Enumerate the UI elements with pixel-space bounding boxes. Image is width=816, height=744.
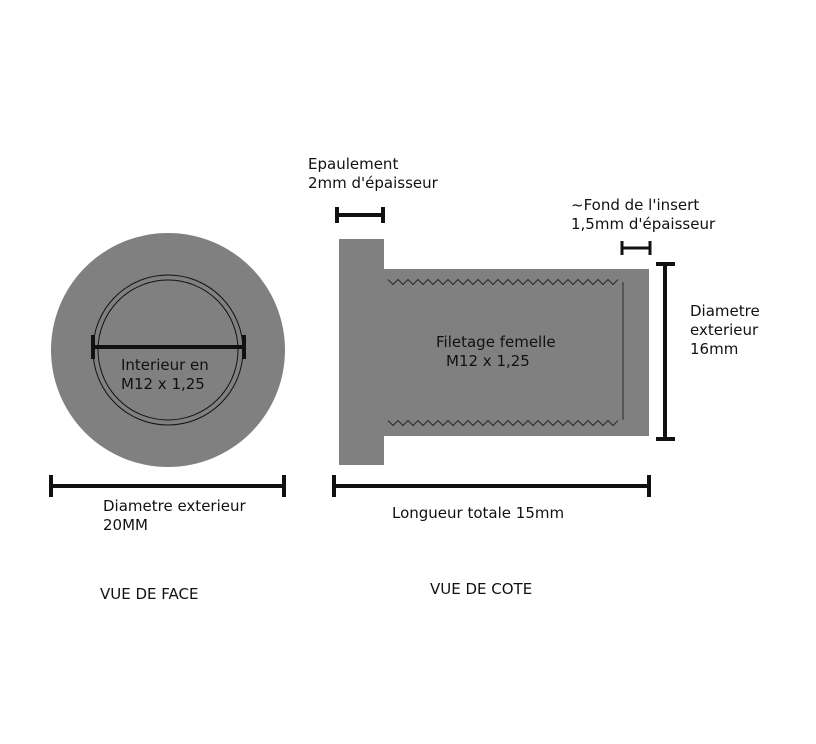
bottom-label-line2: 1,5mm d'épaisseur [571,215,716,233]
diameter-label-line3: 16mm [690,340,739,358]
front-outer-diameter-line2: 20MM [103,516,148,534]
interior-label-line1: Interieur en [121,356,209,374]
interior-label-line2: M12 x 1,25 [121,375,205,393]
shoulder-label-line2: 2mm d'épaisseur [308,174,438,192]
front-view [49,233,286,497]
outer-disc [51,233,285,467]
diameter-label-line2: exterieur [690,321,759,339]
front-view-title: VUE DE FACE [100,585,199,603]
length-label: Longueur totale 15mm [392,504,565,522]
shoulder-label-line1: Epaulement [308,155,399,173]
insert-body [384,269,649,436]
side-view [332,207,675,497]
thread-label-line2: M12 x 1,25 [446,352,530,370]
shoulder-flange [339,239,384,465]
thread-bottom [387,419,619,427]
inner-bore-inner-ring [97,279,239,421]
thread-top [387,278,619,286]
front-outer-diameter-line1: Diametre exterieur [103,497,246,515]
bottom-label-line1: ~Fond de l'insert [571,196,700,214]
thread-label-line1: Filetage femelle [436,333,556,351]
diameter-label-line1: Diametre [690,302,760,320]
side-view-title: VUE DE COTE [430,580,533,598]
